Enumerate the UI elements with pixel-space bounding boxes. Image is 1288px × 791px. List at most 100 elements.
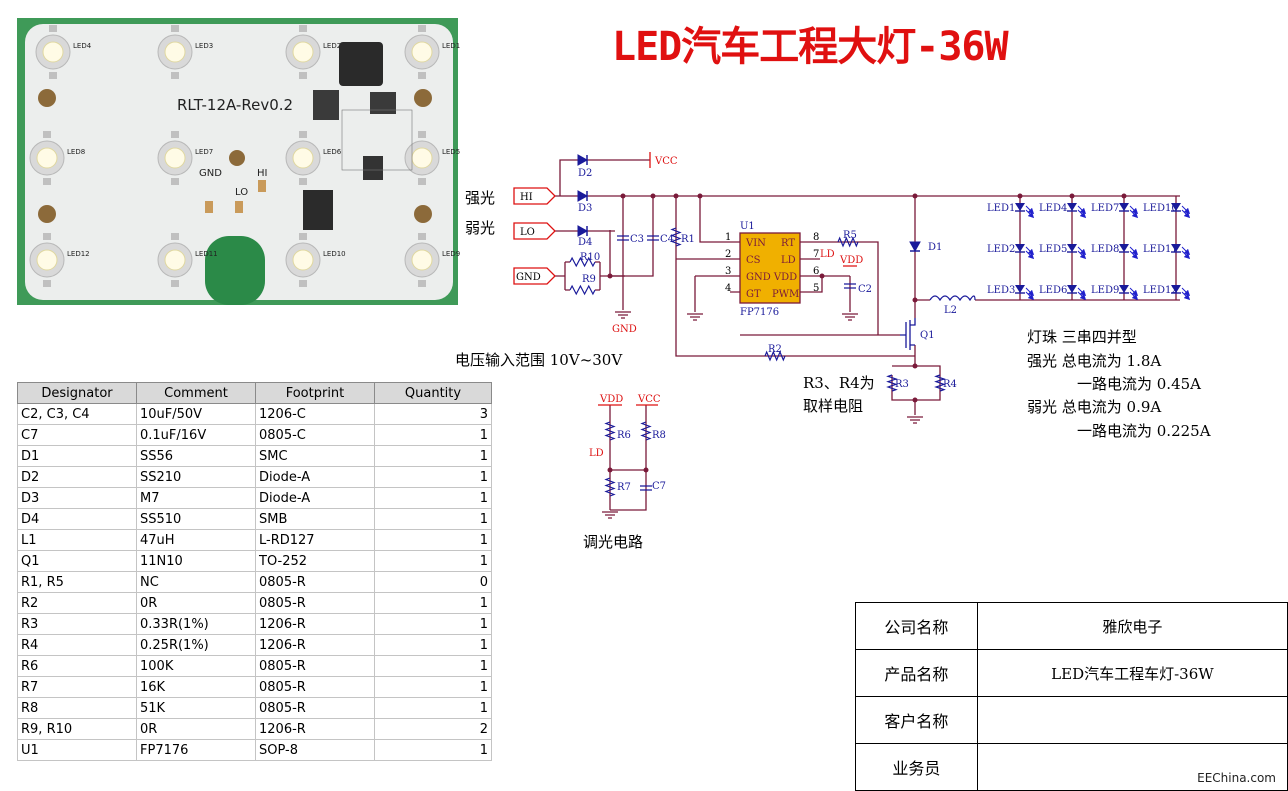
- bom-cell: 1206-C: [255, 403, 375, 425]
- bom-cell: C7: [17, 424, 137, 446]
- pcb-led-label: LED7: [195, 148, 213, 156]
- bom-cell: R8: [17, 697, 137, 719]
- resistor-r9: [569, 284, 596, 296]
- pcb-led: [292, 147, 314, 169]
- bom-cell: 1206-R: [255, 718, 375, 740]
- bom-cell: 0.25R(1%): [136, 634, 256, 656]
- pcb-led: [164, 147, 186, 169]
- input-lo: LO: [520, 227, 535, 238]
- led-symbol: [1119, 203, 1139, 219]
- note-sense-1: R3、R4为: [803, 374, 875, 392]
- info-value: LED汽车工程车灯-36W: [976, 649, 1288, 697]
- label-c4: C4: [660, 234, 674, 245]
- bom-cell: 10uF/50V: [136, 403, 256, 425]
- bom-header: Comment: [136, 382, 256, 404]
- bom-cell: L-RD127: [255, 529, 375, 551]
- bom-cell: SOP-8: [255, 739, 375, 761]
- bom-cell: 16K: [136, 676, 256, 698]
- bom-cell: R2: [17, 592, 137, 614]
- net-vcc: VCC: [654, 156, 678, 167]
- pcb-led-label: LED6: [323, 148, 342, 156]
- label-r2: R2: [768, 344, 782, 355]
- mosfet-q1: [900, 318, 916, 350]
- label-c7: C7: [652, 481, 666, 492]
- led-symbol: [1015, 285, 1035, 301]
- info-row: 客户名称: [855, 696, 1288, 744]
- info-key: 产品名称: [855, 649, 978, 697]
- pcb-led-label: LED2: [323, 42, 341, 50]
- label-l2: L2: [944, 305, 957, 316]
- label-r8: R8: [652, 430, 666, 441]
- led-label: LED9: [1091, 285, 1119, 296]
- label-u1: U1: [740, 221, 755, 232]
- bom-cell: 3: [374, 403, 492, 425]
- bom-cell: 1: [374, 508, 492, 530]
- ground-symbol: [615, 311, 631, 319]
- label-r5: R5: [843, 230, 857, 241]
- bom-cell: U1: [17, 739, 137, 761]
- ground-symbol: [602, 511, 618, 519]
- inductor-l2: [929, 295, 976, 302]
- net-ld: LD: [820, 249, 835, 260]
- note-sense-2: 取样电阻: [803, 397, 863, 415]
- led-symbol: [1015, 244, 1035, 260]
- silk-hi: HI: [257, 168, 267, 179]
- bom-cell: SS510: [136, 508, 256, 530]
- pin-gnd-vdd: GND VDD: [746, 272, 797, 283]
- bom-cell: 1: [374, 424, 492, 446]
- pin-num-1: 1: [725, 232, 731, 243]
- pcb-led: [411, 249, 433, 271]
- pcb-led-label: LED5: [442, 148, 460, 156]
- label-d2: D2: [578, 168, 592, 179]
- pcb-led: [164, 41, 186, 63]
- diode-d2: [577, 154, 589, 166]
- led-label: LED2: [987, 244, 1015, 255]
- label-q1: Q1: [920, 330, 935, 341]
- bom-cell: 0805-R: [255, 592, 375, 614]
- pcb-led-label: LED10: [323, 250, 346, 258]
- pcb-led-label: LED4: [73, 42, 92, 50]
- pin-num-6: 6: [813, 266, 819, 277]
- bom-cell: 0: [374, 571, 492, 593]
- label-d4: D4: [578, 237, 592, 248]
- pin-num-7: 7: [813, 249, 819, 260]
- info-key: 公司名称: [855, 602, 978, 650]
- bom-cell: 1: [374, 634, 492, 656]
- resistor-r7: [604, 477, 616, 497]
- bom-cell: 1: [374, 697, 492, 719]
- pcb-led-label: LED12: [67, 250, 90, 258]
- bom-cell: 1: [374, 550, 492, 572]
- bom-cell: 47uH: [136, 529, 256, 551]
- bom-cell: 1: [374, 592, 492, 614]
- bom-cell: SS56: [136, 445, 256, 467]
- bom-cell: 0805-R: [255, 676, 375, 698]
- led-symbol: [1171, 244, 1191, 260]
- bom-cell: 0.1uF/16V: [136, 424, 256, 446]
- bom-cell: M7: [136, 487, 256, 509]
- input-gnd: GND: [516, 272, 541, 283]
- bom-cell: SMC: [255, 445, 375, 467]
- label-r10: R10: [580, 252, 600, 263]
- bom-cell: 1: [374, 655, 492, 677]
- pin-pwm: PWM: [772, 289, 799, 300]
- label-r6: R6: [617, 430, 631, 441]
- pcb-led: [411, 147, 433, 169]
- silk-lo: LO: [235, 187, 248, 198]
- label-strong: 强光: [465, 189, 495, 207]
- bom-cell: TO-252: [255, 550, 375, 572]
- bom-cell: 1: [374, 445, 492, 467]
- pin-cs: CS: [746, 255, 761, 266]
- info-row: 公司名称雅欣电子: [855, 602, 1288, 650]
- wires: [550, 159, 1180, 511]
- bom-header: Quantity: [374, 382, 492, 404]
- ic-u1: [739, 232, 801, 304]
